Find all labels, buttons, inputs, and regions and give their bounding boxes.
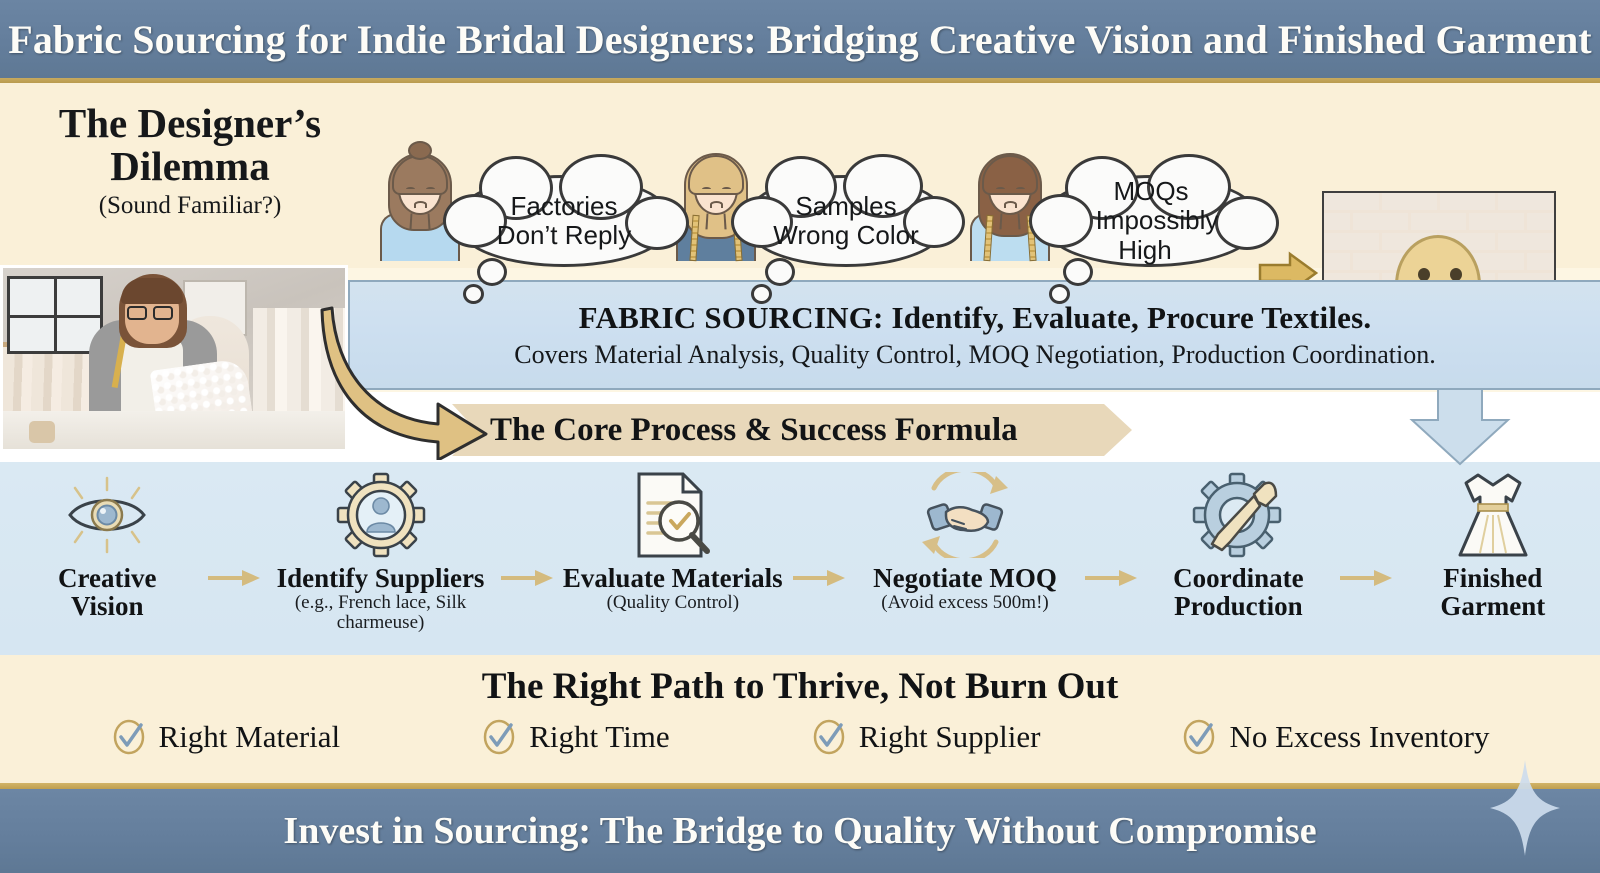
thought-bubble-1-line1: Factories — [510, 190, 618, 221]
check-circle-icon — [813, 719, 844, 755]
process-step-coordinate-production: Coordinate Production — [1139, 468, 1337, 620]
process-arrow-5 — [1338, 468, 1394, 588]
checklist-item-label: Right Time — [529, 719, 670, 754]
checklist-item-right-time: Right Time — [481, 719, 670, 755]
header-divider — [0, 78, 1600, 83]
checklist-item-label: No Excess Inventory — [1229, 719, 1490, 754]
core-process-banner: The Core Process & Success Formula — [452, 404, 1132, 456]
document-search-icon — [631, 472, 715, 558]
thought-bubble-2: Samples Wrong Color — [731, 154, 965, 304]
right-arrow-icon — [208, 570, 261, 586]
checklist-item-right-material: Right Material — [111, 719, 341, 755]
thought-bubble-3-line2: Impossibly High — [1095, 205, 1219, 265]
right-arrow-icon — [792, 570, 845, 586]
core-process-banner-label: The Core Process & Success Formula — [490, 411, 1018, 448]
footer-bar: Invest in Sourcing: The Bridge to Qualit… — [0, 789, 1600, 873]
checklist-items: Right Material Right Time Right Supplier — [0, 719, 1600, 755]
step-label-line2: Production — [1174, 591, 1303, 622]
header-bar: Fabric Sourcing for Indie Bridal Designe… — [0, 0, 1600, 78]
checklist-item-no-excess-inventory: No Excess Inventory — [1181, 719, 1489, 755]
dress-icon — [1450, 472, 1536, 558]
process-step-label: Coordinate Production — [1173, 564, 1304, 620]
step-label-line1: Finished — [1443, 563, 1543, 593]
checklist-item-label: Right Material — [158, 719, 341, 754]
process-step-label: Creative Vision — [58, 564, 156, 620]
gear-wrench-icon — [1192, 472, 1284, 558]
page-title: Fabric Sourcing for Indie Bridal Designe… — [8, 16, 1592, 62]
footer-title: Invest in Sourcing: The Bridge to Qualit… — [283, 810, 1317, 852]
definition-line1: FABRIC SOURCING: Identify, Evaluate, Pro… — [578, 300, 1372, 335]
process-step-creative-vision: Creative Vision — [8, 468, 206, 620]
down-arrow-icon — [1409, 388, 1511, 466]
process-step-label: Evaluate Materials — [562, 563, 783, 593]
dilemma-heading-line2: Dilemma — [110, 142, 270, 189]
checklist-title: The Right Path to Thrive, Not Burn Out — [481, 666, 1119, 707]
process-arrow-4 — [1083, 468, 1139, 588]
check-circle-icon — [1184, 719, 1215, 755]
checklist-item-right-supplier: Right Supplier — [811, 719, 1041, 755]
process-step-label: Negotiate MOQ — [873, 563, 1057, 593]
thought-bubble-2-line1: Samples — [795, 190, 897, 221]
designer-photo — [0, 265, 348, 452]
process-step-negotiate-moq: Negotiate MOQ (Avoid excess 500m!) — [847, 468, 1083, 613]
check-circle-icon — [113, 719, 144, 755]
curved-gold-arrow-icon — [320, 306, 488, 460]
thought-bubble-3-line1: MOQs — [1113, 176, 1189, 207]
checklist-section: The Right Path to Thrive, Not Burn Out R… — [0, 655, 1600, 783]
dilemma-section: The Designer’s Dilemma (Sound Familiar?)… — [0, 83, 1600, 341]
thought-bubble-1: Factories Don’t Reply — [443, 154, 689, 304]
thought-bubble-1-line2: Don’t Reply — [496, 220, 632, 250]
definition-band: FABRIC SOURCING: Identify, Evaluate, Pro… — [348, 280, 1600, 390]
dilemma-subtitle: (Sound Familiar?) — [98, 191, 282, 219]
worried-designer-figure-1 — [372, 135, 468, 261]
gear-person-icon — [336, 472, 426, 558]
thought-bubble-3: MOQs Impossibly High — [1029, 154, 1279, 304]
step-label-line2: Vision — [70, 591, 144, 622]
eye-icon — [60, 472, 154, 558]
check-circle-icon — [483, 719, 515, 755]
sparkle-diamond-icon — [1490, 760, 1560, 856]
process-arrow-2 — [499, 468, 555, 588]
right-arrow-icon — [1085, 570, 1138, 586]
thought-bubble-2-line2: Wrong Color — [773, 220, 919, 250]
definition-line2: Covers Material Analysis, Quality Contro… — [514, 340, 1436, 369]
process-step-label: Identify Suppliers — [276, 563, 485, 593]
step-label-line1: Coordinate — [1173, 563, 1304, 593]
process-band: Creative Vision — [0, 462, 1600, 655]
right-arrow-icon — [500, 570, 553, 586]
process-step-label: Finished Garment — [1440, 564, 1545, 620]
worried-designer-figure-2 — [668, 135, 764, 262]
step-label-line2: Garment — [1440, 591, 1546, 622]
handshake-icon — [916, 472, 1014, 558]
process-step-identify-suppliers: Identify Suppliers (e.g., French lace, S… — [262, 468, 498, 633]
checklist-item-label: Right Supplier — [858, 719, 1041, 754]
dilemma-heading: The Designer’s Dilemma (Sound Familiar?) — [30, 100, 350, 220]
process-step-sublabel: (Quality Control) — [606, 592, 740, 614]
process-step-sublabel: (Avoid excess 500m!) — [881, 592, 1049, 614]
process-step-sublabel: (e.g., French lace, Silk charmeuse) — [294, 592, 467, 634]
process-arrow-1 — [206, 468, 262, 588]
footer-divider — [0, 783, 1600, 789]
process-step-finished-garment: Finished Garment — [1394, 468, 1592, 620]
dilemma-heading-line1: The Designer’s — [58, 100, 322, 146]
process-step-evaluate-materials: Evaluate Materials (Quality Control) — [555, 468, 791, 613]
right-arrow-icon — [1339, 570, 1392, 586]
process-arrow-3 — [791, 468, 847, 588]
step-label-line1: Creative — [57, 563, 157, 593]
